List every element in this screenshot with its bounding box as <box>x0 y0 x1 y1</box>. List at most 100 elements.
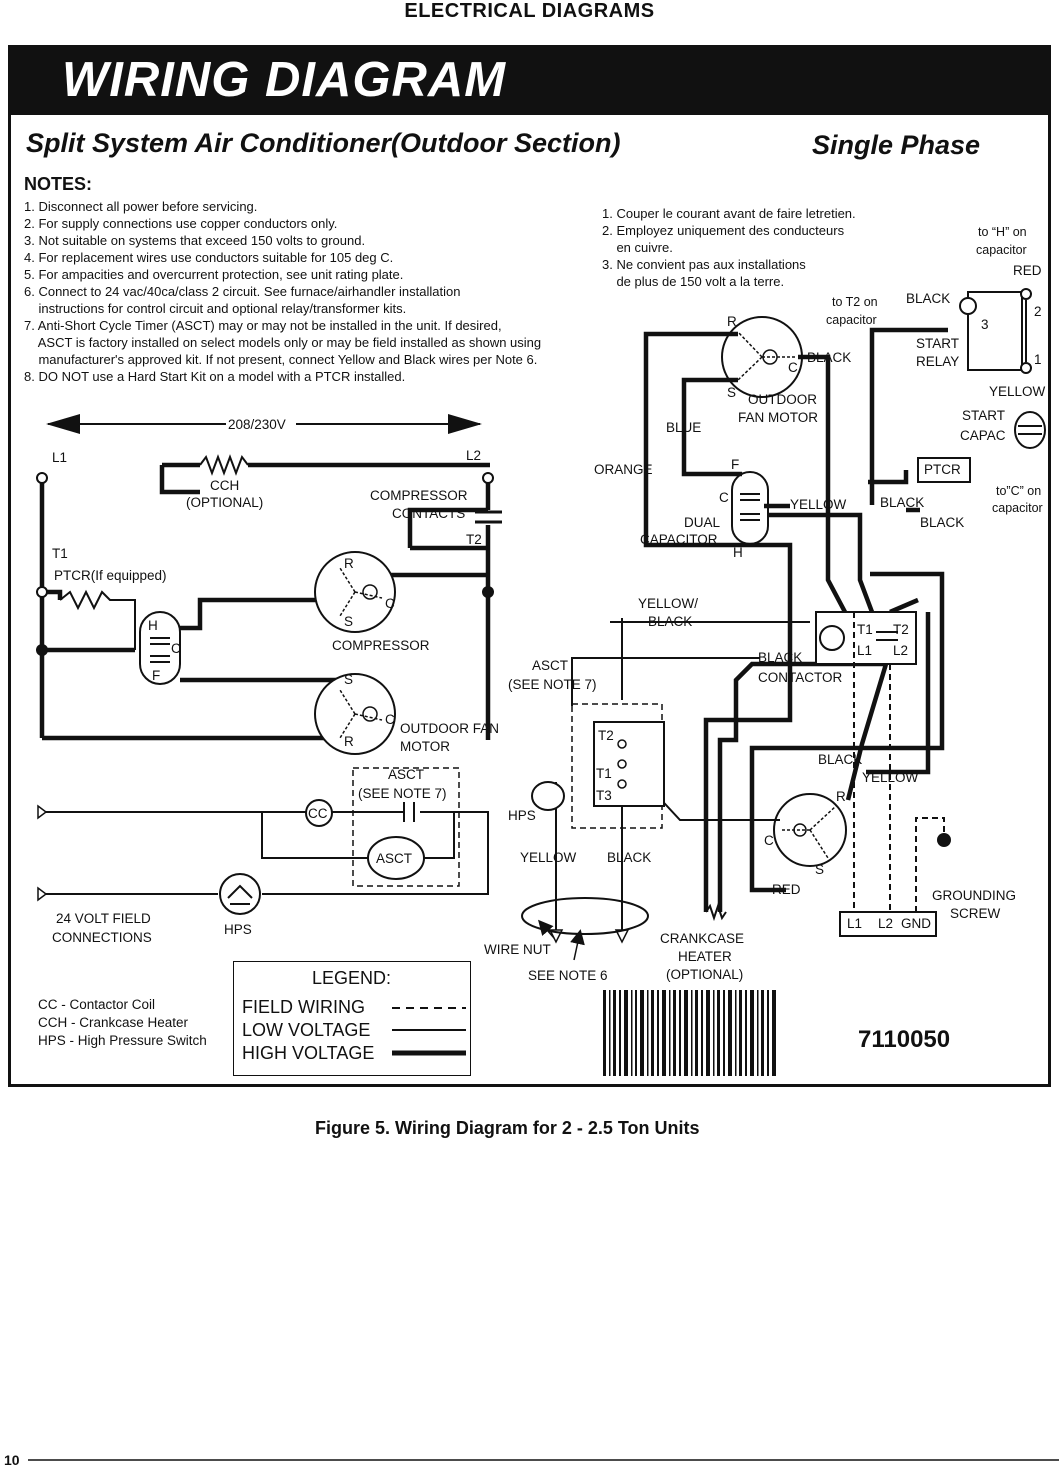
black-comp-label: BLACK <box>818 752 863 767</box>
rfan-motor-label: FAN MOTOR <box>738 410 819 425</box>
notes-heading: NOTES: <box>24 174 93 194</box>
to-h-label: to “H” on <box>978 225 1027 239</box>
notes-english: 1. Disconnect all power before servicing… <box>24 198 541 385</box>
run-capacitor <box>139 611 181 685</box>
field-connections-label: 24 VOLT FIELD <box>56 911 151 926</box>
rfan-r-label: R <box>727 314 737 329</box>
start-capacitor <box>1014 411 1046 449</box>
notes-french: 1. Couper le courant avant de faire letr… <box>602 205 856 290</box>
contactor-t2: T2 <box>893 622 909 637</box>
fan-r-label: R <box>344 734 354 749</box>
contactor-label: CONTACTOR <box>758 670 843 685</box>
cc-label: CC <box>308 806 328 821</box>
abbreviation-line: CCH - Crankcase Heater <box>38 1015 189 1030</box>
diagram-frame <box>8 45 1051 1087</box>
asct-t2: T2 <box>598 728 614 743</box>
contactor-coil <box>305 799 333 827</box>
note-line: 5. For ampacities and overcurrent protec… <box>24 267 404 282</box>
rcomp-r-label: R <box>836 789 846 804</box>
rfan-motor-label: OUTDOOR <box>748 392 817 407</box>
start-relay-box <box>967 291 1023 371</box>
yellow-comp-label: YELLOW <box>862 770 919 785</box>
crankcase-label: CRANKCASE <box>660 931 745 946</box>
yellow-relay-label: YELLOW <box>989 384 1046 399</box>
terminal-l1: L1 <box>847 916 863 931</box>
fan-s-label: S <box>344 672 354 687</box>
dual-cap-label: CAPACITOR <box>640 532 718 547</box>
t2-label: T2 <box>466 532 482 547</box>
contactor-l1: L1 <box>857 643 873 658</box>
asct-module <box>367 836 425 880</box>
contactor-l2: L2 <box>893 643 909 658</box>
terminal-block <box>839 911 937 937</box>
rfan-s-label: S <box>727 385 737 400</box>
grounding-screw <box>937 833 951 847</box>
asct-right-label: ASCT <box>532 658 569 673</box>
yellow-black-label: BLACK <box>648 614 693 629</box>
note-line: 1. Couper le courant avant de faire letr… <box>602 206 856 221</box>
asct-right-note: (SEE NOTE 7) <box>508 677 597 692</box>
start-relay-label: START <box>916 336 960 351</box>
note-line: 3. Not suitable on systems that exceed 1… <box>24 233 366 248</box>
note-line: 2. For supply connections use copper con… <box>24 216 338 231</box>
abbreviations: CC - Contactor Coil CCH - Crankcase Heat… <box>38 996 207 1050</box>
voltage-label: 208/230V <box>228 417 286 432</box>
relay-terminal-1: 1 <box>1034 352 1042 367</box>
note-line: 6. Connect to 24 vac/40ca/class 2 circui… <box>24 284 461 299</box>
t1-label: T1 <box>52 546 68 561</box>
figure-caption: Figure 5. Wiring Diagram for 2 - 2.5 Ton… <box>315 1118 700 1138</box>
rcomp-c-label: C <box>764 833 774 848</box>
contactor-t1: T1 <box>857 622 873 637</box>
compressor-contacts-label: CONTACTS <box>392 506 466 521</box>
orange-wire-label: ORANGE <box>594 462 653 477</box>
note-line: 4. For replacement wires use conductors … <box>24 250 394 265</box>
asct-t3: T3 <box>596 788 612 803</box>
diagram-subtitle: Split System Air Conditioner(Outdoor Sec… <box>26 128 621 158</box>
legend-field: FIELD WIRING <box>242 997 366 1017</box>
cch-label: CCH <box>210 478 240 493</box>
note-line: 8. DO NOT use a Hard Start Kit on a mode… <box>24 369 406 384</box>
start-capac-label: CAPAC <box>960 428 1006 443</box>
legend-title: LEGEND: <box>312 968 392 988</box>
asct-label: ASCT <box>388 767 425 782</box>
blue-wire-label: BLUE <box>666 420 702 435</box>
to-c-label: capacitor <box>992 501 1043 515</box>
dcap-f-label: F <box>731 457 740 472</box>
legend-low: LOW VOLTAGE <box>242 1020 371 1040</box>
legend-high: HIGH VOLTAGE <box>242 1043 375 1063</box>
rcomp-s-label: S <box>815 862 825 877</box>
page-number: 10 <box>4 1452 20 1468</box>
note-line: 1. Disconnect all power before servicing… <box>24 199 258 214</box>
dual-capacitor <box>731 471 769 545</box>
note-line: 2. Employez uniquement des conducteurs <box>602 223 845 238</box>
hps-right-label: HPS <box>508 808 536 823</box>
black-contactor-label: BLACK <box>758 650 803 665</box>
see-note6-label: SEE NOTE 6 <box>528 968 608 983</box>
black-wire-label: BLACK <box>607 850 652 865</box>
diagram-title: WIRING DIAGRAM <box>62 53 507 107</box>
cch-resistor <box>199 454 249 476</box>
ptcr-box <box>917 457 971 483</box>
comp-c-label: C <box>385 596 395 611</box>
wire-nut-label: WIRE NUT <box>484 942 551 957</box>
note-line: manufacturer's approved kit. If not pres… <box>24 352 538 367</box>
field-connections-label: CONNECTIONS <box>52 930 152 945</box>
note-line: en cuivre. <box>602 240 673 255</box>
left-low-voltage-wires <box>46 811 489 895</box>
hps-right <box>531 781 565 811</box>
terminal-gnd: GND <box>901 916 931 931</box>
note-line: de plus de 150 volt a la terre. <box>602 274 785 289</box>
wire-nut-ellipse <box>521 897 649 935</box>
compressor-contacts-label: COMPRESSOR <box>370 488 468 503</box>
crankcase-label: (OPTIONAL) <box>666 967 744 982</box>
abbreviation-line: CC - Contactor Coil <box>38 997 156 1012</box>
rfan-c-label: C <box>788 360 798 375</box>
fan-motor-label: MOTOR <box>400 739 450 754</box>
right-high-voltage-wires <box>643 327 948 912</box>
black-label: BLACK <box>920 515 965 530</box>
to-t2-label: to T2 on <box>832 295 878 309</box>
asct-t1: T1 <box>596 766 612 781</box>
voltage-arrowhead-right <box>448 414 482 434</box>
note-line: 3. Ne convient pas aux installations <box>602 257 806 272</box>
